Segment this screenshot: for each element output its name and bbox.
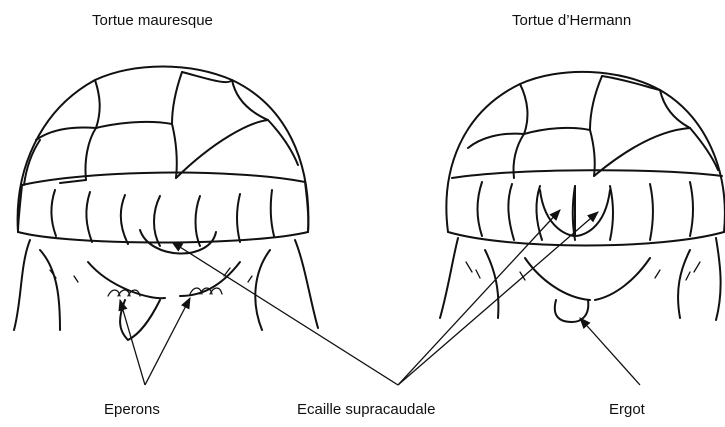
annotation-arrows xyxy=(120,210,640,385)
title-tortue-hermann: Tortue d’Hermann xyxy=(512,12,631,29)
right-turtle-illustration xyxy=(440,72,725,322)
arrow-ecaille-right-1 xyxy=(398,210,560,385)
arrow-ergot xyxy=(580,318,640,385)
left-turtle-illustration xyxy=(14,67,318,341)
title-tortue-mauresque: Tortue mauresque xyxy=(92,12,213,29)
arrow-eperons-right xyxy=(145,298,190,385)
arrow-ecaille-left xyxy=(172,242,398,385)
label-ecaille-supracaudale: Ecaille supracaudale xyxy=(297,401,435,418)
arrow-ecaille-right-2 xyxy=(398,212,598,385)
label-ergot: Ergot xyxy=(609,401,645,418)
label-eperons: Eperons xyxy=(104,401,160,418)
arrow-eperons-left xyxy=(120,300,145,385)
